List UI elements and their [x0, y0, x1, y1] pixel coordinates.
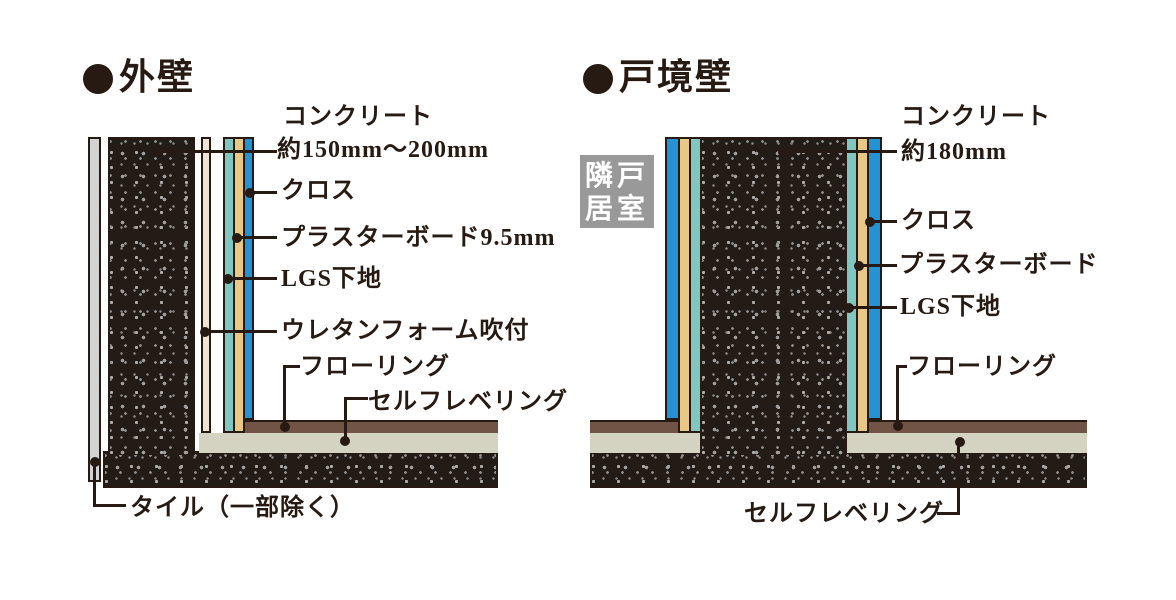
exterior-wall-title: 外壁 [119, 57, 196, 97]
callout-dot-selfleveling [340, 436, 350, 446]
label-concrete-size: 約150mm〜200mm [277, 137, 489, 163]
callout-line-plasterboard [859, 264, 897, 267]
callout-line-cross [870, 220, 897, 223]
label-lgs: LGS下地 [900, 294, 1002, 320]
self-leveling-layer-right [845, 433, 1087, 453]
label-flooring: フローリング [907, 354, 1057, 380]
neighbor-room-line1: 隣戸 [584, 161, 649, 192]
label-concrete-size: 約180mm [901, 139, 1007, 165]
floor-slab-concrete [590, 451, 1087, 488]
callout-dot-tile [90, 457, 100, 467]
callout-line-concrete [159, 150, 277, 153]
callout-line-selfleveling-h [344, 397, 368, 400]
callout-dot-flooring [280, 422, 290, 432]
callout-dot-concrete [154, 146, 164, 156]
callout-line-tile-h [93, 504, 126, 507]
flooring-layer [243, 420, 498, 433]
callout-line-flooring-h [896, 365, 907, 368]
callout-line-flooring-h [283, 365, 300, 368]
label-lgs: LGS下地 [281, 266, 383, 292]
callout-dot-urethane [200, 327, 210, 337]
tile-layer [88, 137, 101, 482]
callout-dot-cross [245, 188, 255, 198]
callout-line-lgs [849, 306, 897, 309]
bullet-icon [83, 64, 113, 94]
label-tile: タイル（一部除く） [130, 495, 355, 521]
callout-line-selfleveling-v [344, 397, 347, 441]
callout-dot-lgs [223, 274, 233, 284]
callout-dot-flooring [893, 421, 903, 431]
label-selfleveling: セルフレベリング [744, 501, 944, 527]
callout-dot-concrete [778, 147, 788, 157]
floor-slab-concrete [103, 451, 498, 488]
callout-dot-cross [865, 217, 875, 227]
label-plasterboard: プラスターボード9.5mm [281, 225, 556, 251]
label-cross: クロス [901, 208, 976, 234]
self-leveling-layer-left [590, 433, 701, 453]
concrete-wall-layer [700, 137, 847, 455]
label-urethane: ウレタンフォーム吹付 [281, 318, 530, 344]
callout-dot-selfleveling [955, 437, 965, 447]
callout-line-tile-v [93, 462, 96, 507]
label-cross: クロス [281, 178, 356, 204]
callout-line-concrete [783, 150, 897, 153]
callout-dot-plasterboard [232, 233, 242, 243]
cross-finish-layer-right [867, 137, 882, 420]
lgs-base-layer-left [689, 137, 702, 433]
callout-dot-lgs [844, 303, 854, 313]
callout-line-plasterboard [237, 236, 277, 239]
flooring-layer-right [866, 420, 1087, 433]
callout-line-urethane [205, 330, 277, 333]
callout-dot-plasterboard [854, 261, 864, 271]
flooring-layer-left [590, 420, 680, 433]
label-plasterboard: プラスターボード [899, 252, 1099, 278]
callout-line-flooring-v [283, 365, 286, 427]
label-selfleveling: セルフレベリング [368, 389, 568, 415]
callout-line-flooring-v [896, 365, 899, 426]
bullet-icon [583, 64, 613, 94]
neighbor-room-line2: 居室 [584, 194, 649, 225]
callout-line-lgs [228, 277, 277, 280]
urethane-foam-layer [201, 137, 211, 433]
label-concrete-name: コンクリート [901, 104, 1051, 130]
label-flooring: フローリング [300, 354, 450, 380]
neighbor-room-box: 隣戸 居室 [580, 155, 654, 228]
concrete-wall-layer [108, 137, 195, 455]
label-concrete-name: コンクリート [283, 104, 433, 130]
callout-line-cross [250, 191, 277, 194]
callout-line-selfleveling-h [937, 512, 960, 515]
callout-line-selfleveling-v [957, 442, 960, 515]
party-wall-title: 戸境壁 [619, 57, 734, 97]
